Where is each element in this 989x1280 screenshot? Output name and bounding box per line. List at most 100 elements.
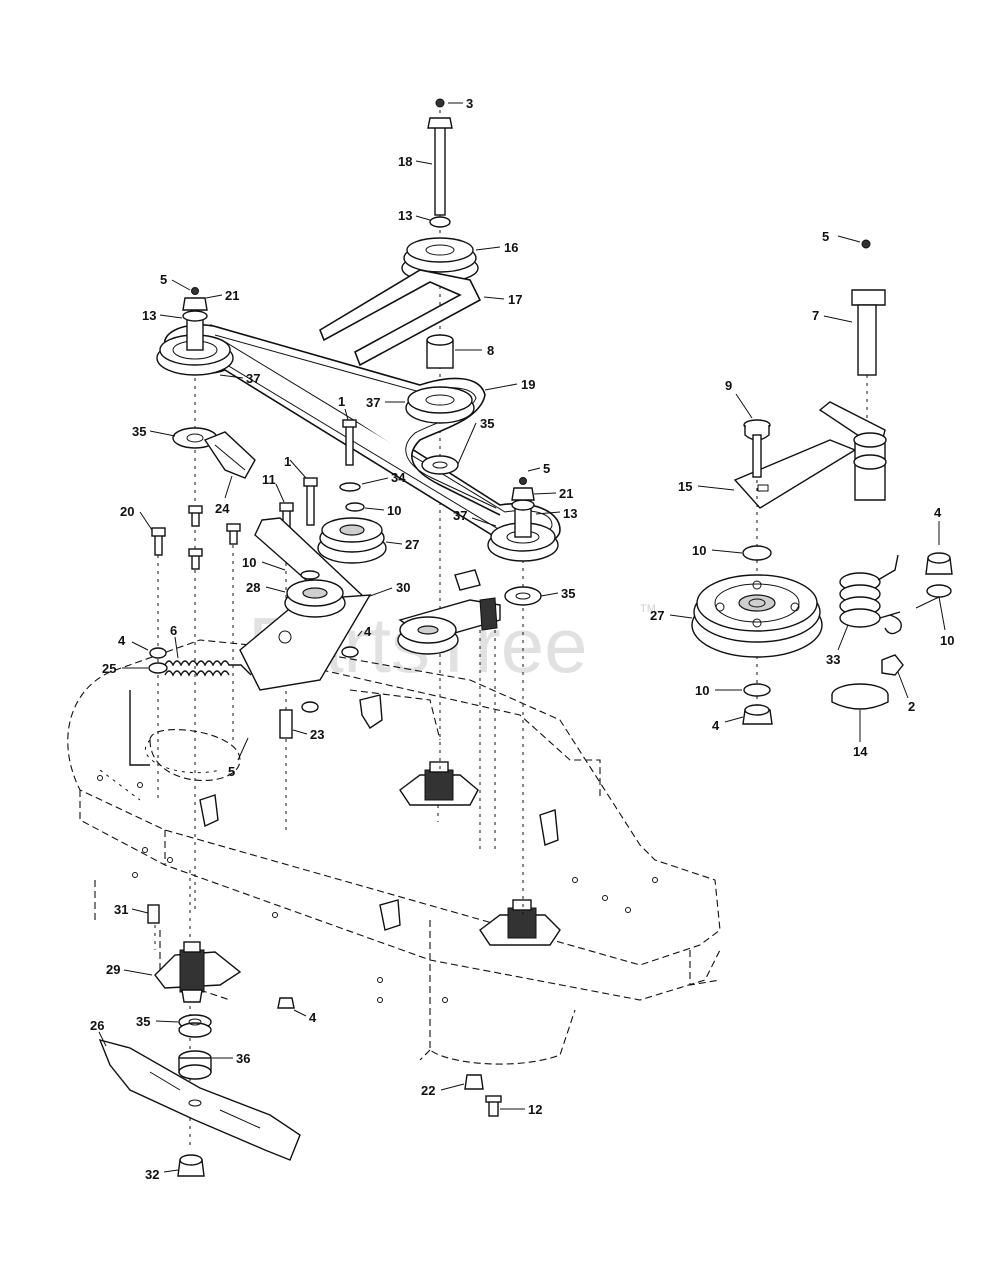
callout-3: 3 [466,96,473,111]
deck-link-rod [129,690,150,766]
callout-31: 31 [114,902,128,917]
nut-32 [177,1154,205,1177]
callout-10: 10 [940,633,954,648]
callout-35: 35 [136,1014,150,1029]
callout-28: 28 [246,580,260,595]
pulley-27-upper [317,517,387,564]
callout-4: 4 [934,505,942,520]
callout-1: 1 [284,454,291,469]
callout-19: 19 [521,377,535,392]
callout-4: 4 [712,718,720,733]
nut-22 [464,1074,484,1090]
callout-22: 22 [421,1083,435,1098]
washer-35-lower [178,1014,212,1038]
callout-labels: 3 18 13 16 17 8 5 21 13 37 37 19 35 24 1… [90,96,954,1182]
callout-5: 5 [543,461,550,476]
washer-10a [345,502,365,512]
spacer-36 [178,1050,212,1080]
pin-9 [743,419,771,720]
washer-10d [743,683,771,697]
callout-10: 10 [242,555,256,570]
callout-13: 13 [563,506,577,521]
spindle-29 [154,941,242,1003]
shaft-7 [851,239,886,440]
callout-30: 30 [396,580,410,595]
callout-33: 33 [826,652,840,667]
callout-15: 15 [678,479,692,494]
callout-29: 29 [106,962,120,977]
pulley-28 [284,579,346,618]
callout-35: 35 [480,416,494,431]
callout-20: 20 [120,504,134,519]
spacer-23 [279,709,293,739]
callout-37: 37 [453,508,467,523]
callout-10: 10 [695,683,709,698]
callout-17: 17 [508,292,522,307]
washer-10b [300,570,320,580]
callout-10: 10 [387,503,401,518]
nut-mid2 [301,701,319,713]
bolt-12 [485,1095,502,1117]
callout-5: 5 [822,229,829,244]
callout-37: 37 [366,395,380,410]
nut-4-lower [277,997,295,1009]
nut-4-left [148,647,168,674]
callout-4: 4 [364,624,372,639]
bracket-24 [203,431,256,479]
right-pulley-37 [487,477,559,920]
callout-5: 5 [160,272,167,287]
washer-35-mid [421,455,459,475]
callout-37: 37 [246,371,260,386]
deck-spindle-right [479,899,561,946]
callout-14: 14 [853,744,868,759]
middle-pulley-37 [405,386,475,424]
washer-14 [831,683,889,710]
pulley-27-right [691,574,823,658]
callout-5: 5 [228,764,235,779]
washer-10c [742,545,772,561]
callout-8: 8 [487,343,494,358]
callout-18: 18 [398,154,412,169]
callout-2: 2 [908,699,915,714]
callout-36: 36 [236,1051,250,1066]
callout-27: 27 [650,608,664,623]
callout-32: 32 [145,1167,159,1182]
nut-4-right-top [925,552,953,575]
washer-34 [339,482,361,492]
callout-1: 1 [338,394,345,409]
callout-10: 10 [692,543,706,558]
left-pulley-37 [156,287,234,910]
mower-deck-housing [67,639,721,1065]
nut-4-mid [341,646,359,658]
nut-4-right-low [742,704,773,725]
callout-7: 7 [812,308,819,323]
idler-bracket-center [397,569,501,850]
callout-21: 21 [559,486,573,501]
callout-21: 21 [225,288,239,303]
washer-10e [926,584,952,598]
spring-6 [164,660,252,677]
spring-33 [839,554,901,628]
callout-12: 12 [528,1102,542,1117]
callout-25: 25 [102,661,116,676]
callout-16: 16 [504,240,518,255]
arm-15 [733,401,887,509]
callout-26: 26 [90,1018,104,1033]
callout-24: 24 [215,501,230,516]
callout-35: 35 [561,586,575,601]
deck-spindle-center [399,761,479,822]
callout-27: 27 [405,537,419,552]
callout-35: 35 [132,424,146,439]
callout-4: 4 [118,633,126,648]
washer-35-right [504,586,542,606]
clip-right [884,614,902,635]
center-shaft-assembly [401,98,479,770]
blade-26 [98,1038,301,1161]
callout-34: 34 [391,470,406,485]
callout-23: 23 [310,727,324,742]
belt-17 [319,269,482,367]
callout-11: 11 [262,472,276,487]
callout-9: 9 [725,378,732,393]
deck-brackets [199,694,559,931]
